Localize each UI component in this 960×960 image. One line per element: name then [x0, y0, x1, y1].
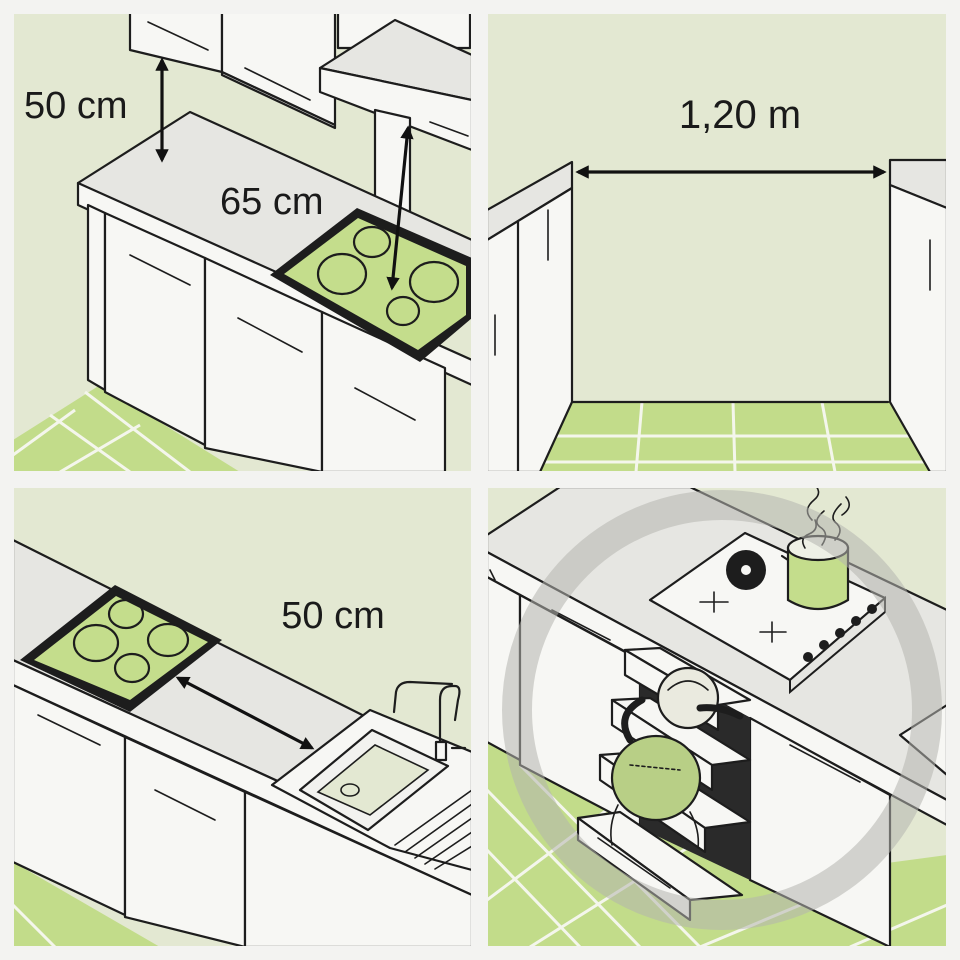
cabinet-gap-label: 50 cm — [24, 85, 127, 127]
faucet — [392, 680, 467, 762]
floor-tiles — [13, 385, 240, 472]
base-cabinets — [13, 683, 472, 947]
aisle-width-label: 1,20 m — [679, 93, 801, 137]
left-counter — [487, 160, 574, 472]
panel-child-safety — [487, 487, 947, 947]
sink — [270, 708, 472, 872]
ceramic-hob — [648, 531, 887, 695]
panel-aisle-width: 1,20 m — [487, 13, 947, 472]
child-climbing-drawers — [610, 666, 744, 849]
hob-sink-distance-label: 50 cm — [281, 595, 384, 637]
base-cabinets — [86, 203, 447, 472]
hood-height-label: 65 cm — [220, 181, 323, 223]
floor-tiles — [13, 862, 160, 947]
induction-hob — [270, 208, 472, 362]
panel-wall-cabinet-and-hood: 50 cm 65 cm — [13, 13, 472, 472]
hob-sink-distance-arrow — [175, 676, 315, 750]
panel-frames — [12, 12, 948, 948]
panel-hob-sink-distance: 50 cm — [13, 487, 472, 947]
hood-height-arrow — [386, 125, 414, 291]
right-counter — [888, 158, 947, 472]
danger-highlight-ring — [502, 490, 942, 930]
wall-cabinets — [128, 13, 337, 130]
induction-hob — [20, 585, 222, 712]
floor-tiles — [525, 401, 940, 472]
